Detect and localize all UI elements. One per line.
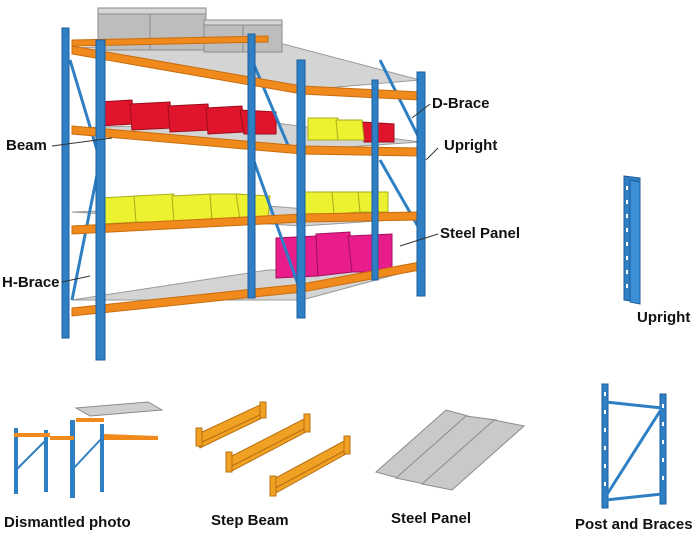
caption-post-and-braces: Post and Braces	[575, 516, 693, 533]
uprights	[61, 27, 426, 361]
upright-front-right	[416, 71, 426, 297]
post-and-braces	[601, 383, 667, 509]
label-d-brace: D-Brace	[432, 95, 490, 112]
label-upright-callout: Upright	[444, 137, 498, 154]
caption-steel-panel: Steel Panel	[391, 510, 472, 527]
upright-back-left	[61, 27, 70, 339]
label-steel-panel-callout: Steel Panel	[440, 225, 521, 242]
upright-back-right	[371, 79, 379, 281]
upright-part	[623, 175, 641, 305]
step-beams	[195, 401, 351, 497]
caption-dismantled-photo: Dismantled photo	[4, 514, 131, 531]
upright-back-mid	[247, 33, 256, 299]
steel-panel-parts	[374, 409, 526, 491]
callout-lines	[51, 103, 439, 283]
yellow-bins	[99, 117, 389, 225]
upright-front-mid	[296, 59, 306, 319]
dismantled-parts	[14, 401, 164, 498]
rack-assembly	[51, 7, 439, 361]
label-upright-part: Upright	[637, 309, 691, 326]
label-h-brace: H-Brace	[2, 274, 60, 291]
caption-step-beam: Step Beam	[211, 512, 289, 529]
label-beam: Beam	[6, 137, 47, 154]
upright-front-left	[95, 39, 106, 361]
beams	[71, 35, 421, 317]
